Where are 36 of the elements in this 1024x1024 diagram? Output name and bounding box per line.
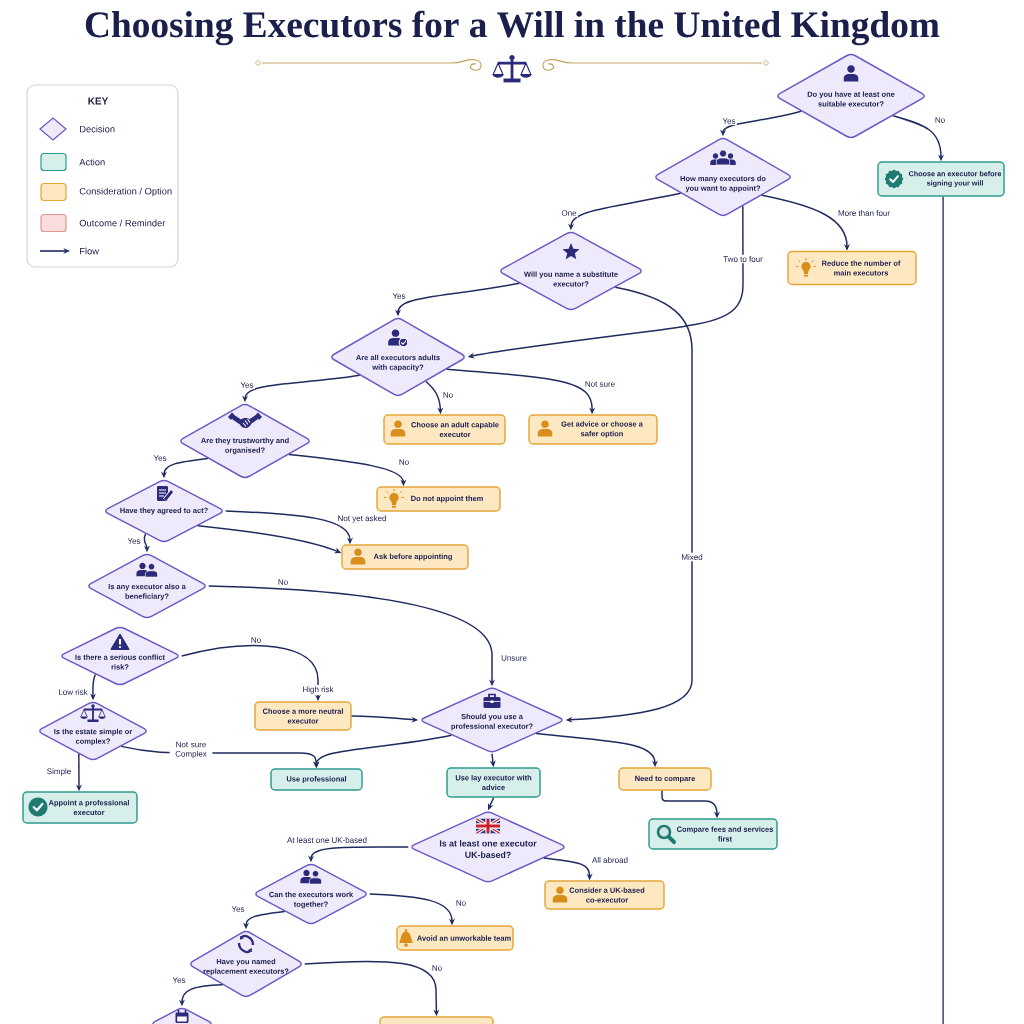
edge-label: Mixed [680, 552, 704, 562]
legend-label: Flow [80, 247, 99, 255]
edge-label: Yes [171, 975, 187, 985]
legend-label: Action [79, 158, 105, 166]
edge-label: Low risk [57, 687, 89, 697]
edge-label: Not yet asked [336, 513, 388, 525]
edge-label: More than four [836, 208, 892, 218]
answer-label: Unsure [499, 653, 529, 663]
edge-label: Yes [391, 291, 407, 301]
edge-label: No [430, 963, 444, 973]
edge-label: One [560, 208, 578, 218]
legend-heading: KEY [88, 97, 109, 105]
edge-label: Simple [45, 766, 73, 778]
edge-label: Yes [230, 904, 246, 914]
edge-label: At least one UK-based [285, 835, 369, 845]
edge-label: No [397, 457, 411, 467]
title: Choosing Executors for a Will in the United Kingdom [85, 10, 940, 46]
answer-label: High risk [301, 684, 335, 696]
option-box [379, 1016, 494, 1024]
edge-label: Yes [721, 116, 737, 126]
edge-label: Two to four [721, 254, 765, 264]
edge-label: No [249, 635, 263, 645]
edge-label: No [441, 390, 455, 400]
edge-label: Not sure [583, 379, 617, 389]
edge-label: No [276, 577, 290, 587]
edge-label: Not sure Complex [169, 740, 213, 760]
connector-line [942, 196, 944, 1024]
edge-label: No [933, 115, 947, 125]
edge-label: All abroad [590, 855, 630, 865]
legend-label: Decision [80, 125, 115, 133]
edge-label: Yes [126, 536, 142, 546]
edge-label: Yes [239, 380, 255, 390]
edge-label: Yes [152, 453, 168, 463]
legend-label: Outcome / Reminder [79, 219, 166, 227]
edge-label: No [454, 898, 468, 908]
legend-label: Consideration / Option [79, 187, 172, 197]
